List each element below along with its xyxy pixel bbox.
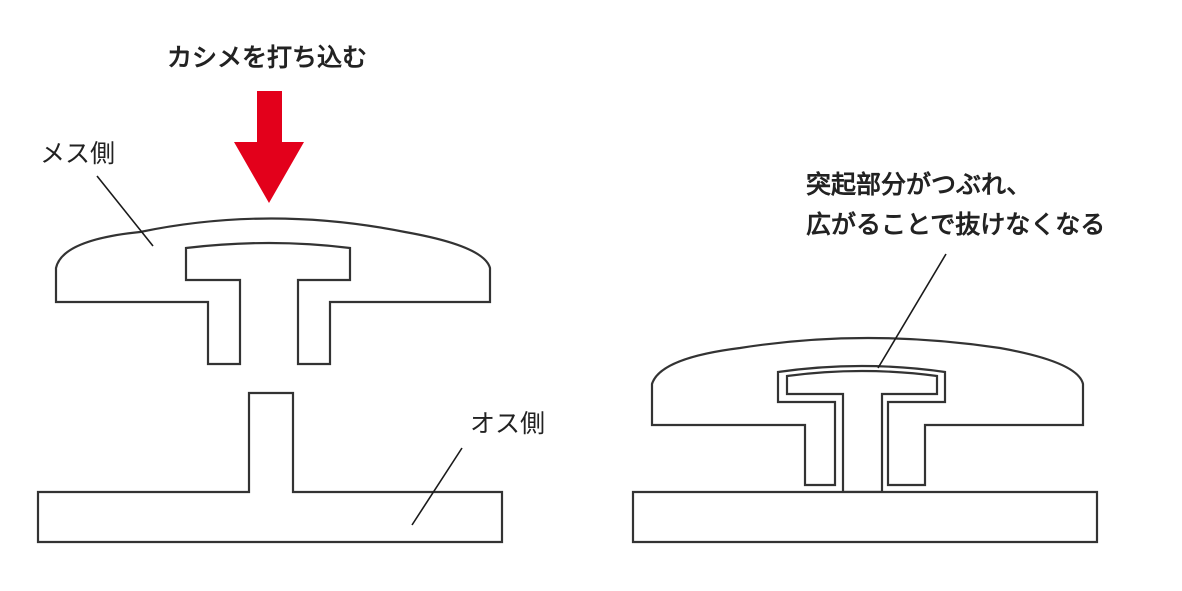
female-part bbox=[54, 217, 492, 366]
press-arrow-icon bbox=[234, 91, 304, 203]
result-label-line2: 広がることで抜けなくなる bbox=[806, 210, 1105, 239]
crimped-protrusion bbox=[785, 369, 939, 494]
assembled-female-part bbox=[650, 336, 1085, 487]
male-leader-line bbox=[411, 447, 463, 526]
male-side-label: オス側 bbox=[470, 409, 545, 438]
assembled-male-base bbox=[631, 490, 1099, 544]
result-leader-line bbox=[877, 253, 947, 369]
result-label-line1: 突起部分がつぶれ、 bbox=[806, 170, 1031, 199]
female-side-label: メス側 bbox=[40, 139, 115, 168]
female-leader-line bbox=[96, 175, 154, 247]
action-label: カシメを打ち込む bbox=[167, 43, 367, 72]
male-part bbox=[36, 391, 504, 544]
